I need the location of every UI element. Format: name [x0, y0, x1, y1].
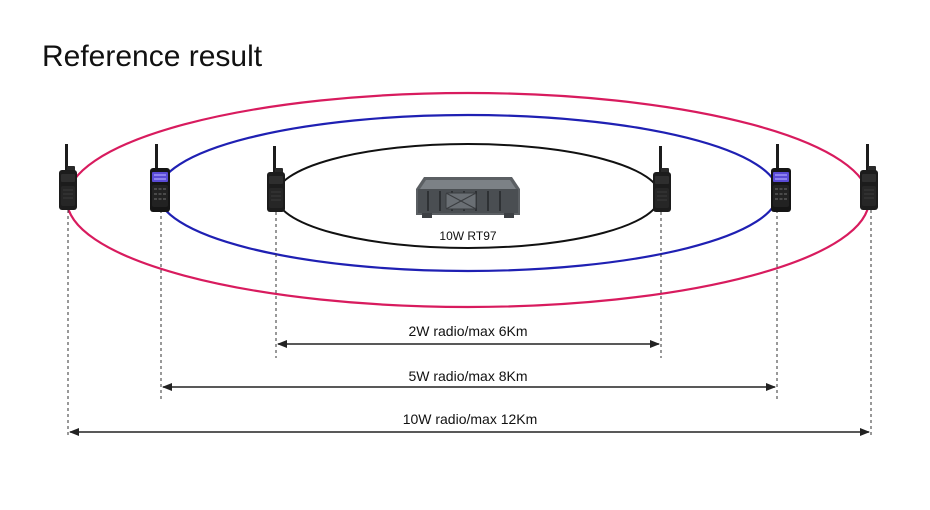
walkie-talkie-icon [58, 143, 78, 211]
walkie-talkie-icon [266, 145, 286, 213]
walkie-talkie-icon [652, 145, 672, 213]
range-label-10w: 10W radio/max 12Km [403, 411, 538, 427]
repeater-icon [416, 177, 520, 218]
range-label-5w: 5W radio/max 8Km [408, 368, 527, 384]
page-title: Reference result [42, 40, 263, 73]
repeater-label: 10W RT97 [439, 229, 496, 243]
walkie-talkie-icon [771, 144, 791, 212]
walkie-talkie-icon [150, 144, 170, 212]
range-label-2w: 2W radio/max 6Km [408, 323, 527, 339]
walkie-talkie-icon [859, 143, 879, 211]
